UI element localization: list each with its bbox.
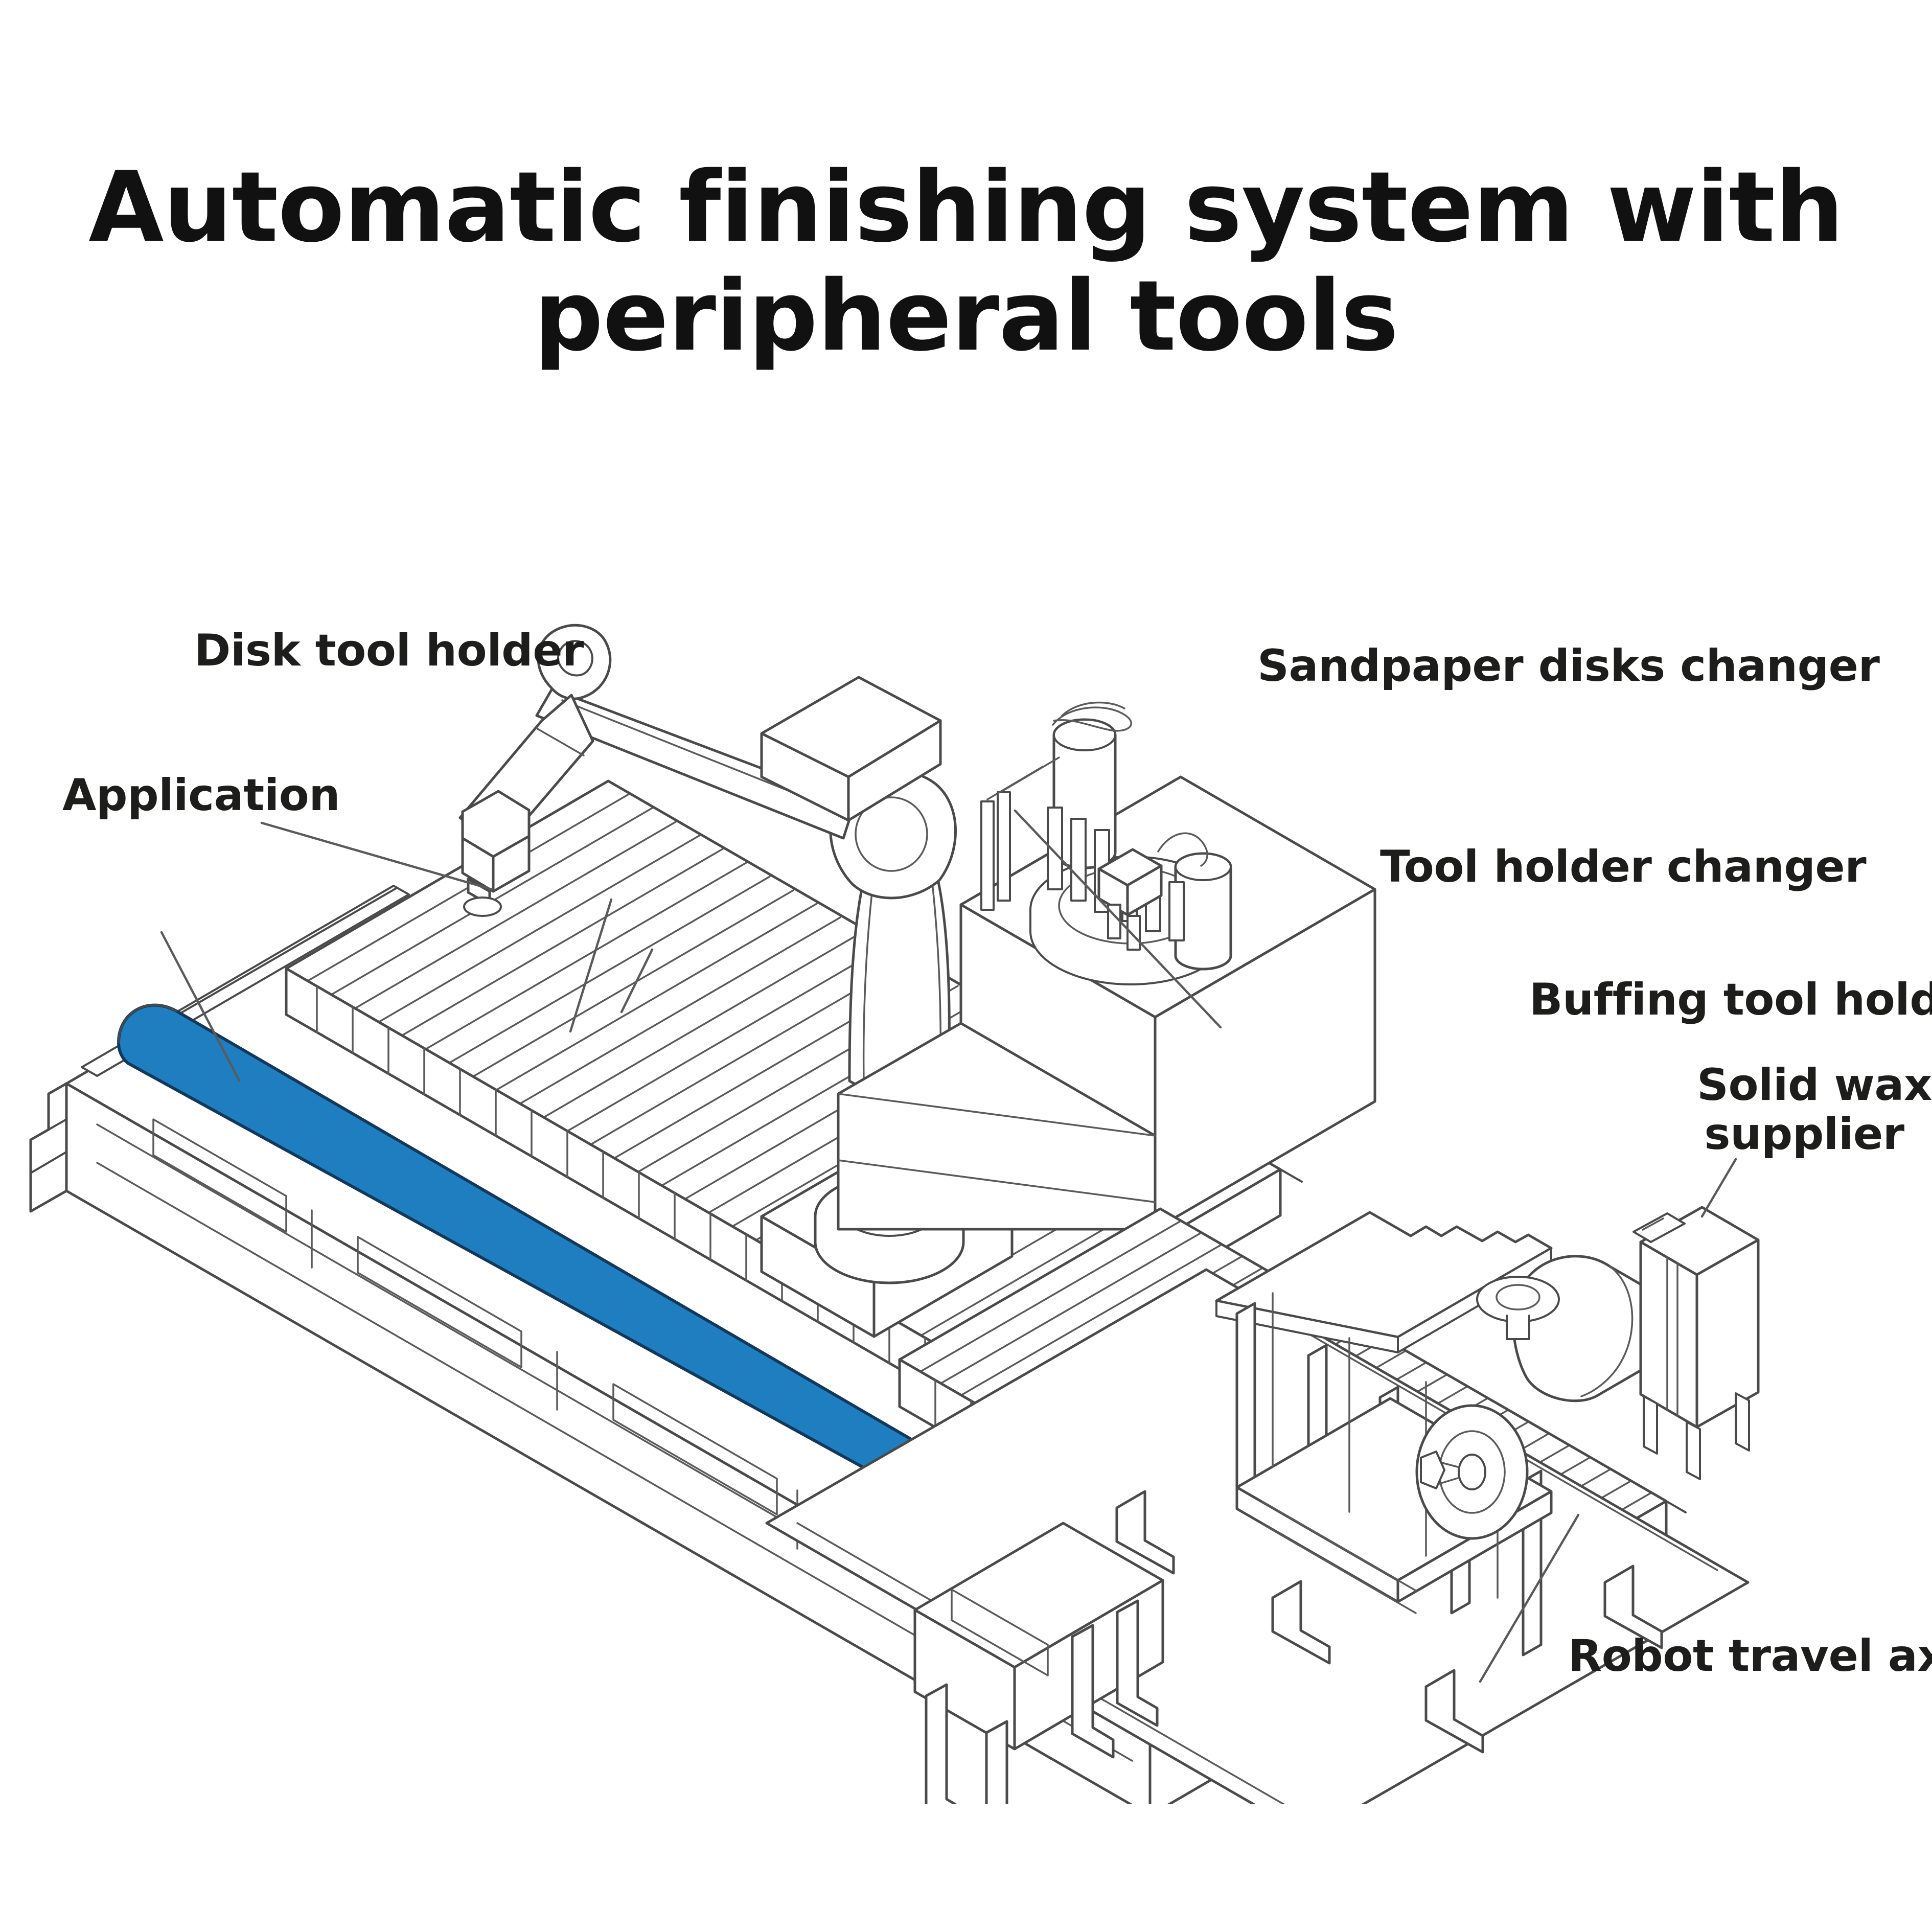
callout-application: Application [62, 770, 340, 821]
lower-conveyor-support-deck [765, 1268, 1750, 1804]
leader-robot-travel-axis [1479, 1513, 1580, 1683]
machine-frame-legs [913, 1490, 1663, 1804]
solid-wax-supplier-cabinet [1632, 1206, 1760, 1480]
sandpaper-disks-changer [837, 701, 1376, 1231]
page-title: Automatic finishing system with peripher… [0, 153, 1932, 371]
leader-disk-tool-holder [260, 821, 493, 891]
disk-tool-holder-endeffector [461, 790, 531, 917]
callout-disk-tool-holder: Disk tool holder [194, 625, 584, 676]
leader-buffing-tool-holder [620, 948, 654, 1014]
tool-holder-changer-rack [1215, 1211, 1553, 1657]
callout-tool-holder-changer: Tool holder changer [1380, 841, 1867, 892]
technical-diagram: .ln { fill:none; stroke:#4a4a4a; stroke-… [0, 552, 1932, 1804]
page-title-line2: peripheral tools [534, 259, 1398, 373]
callout-solid-wax-supplier: Solid wax supplier [1697, 1060, 1932, 1160]
leader-sandpaper-disks [1014, 809, 1222, 1029]
leader-tool-holder-changer [569, 898, 613, 1033]
page-title-line1: Automatic finishing system with [88, 151, 1844, 264]
frame-foot-left [29, 1082, 68, 1213]
callout-robot-travel-axis: Robot travel axis [1568, 1630, 1932, 1682]
callout-leader-lines [160, 809, 1737, 1683]
callout-sandpaper-disks-changer: Sandpaper disks changer [1257, 640, 1880, 692]
leader-application [160, 931, 241, 1082]
leader-solid-wax [1700, 1158, 1737, 1218]
buffing-tool-holder [1415, 1255, 1678, 1540]
callout-buffing-tool-holder: Buffing tool holder [1529, 974, 1932, 1025]
